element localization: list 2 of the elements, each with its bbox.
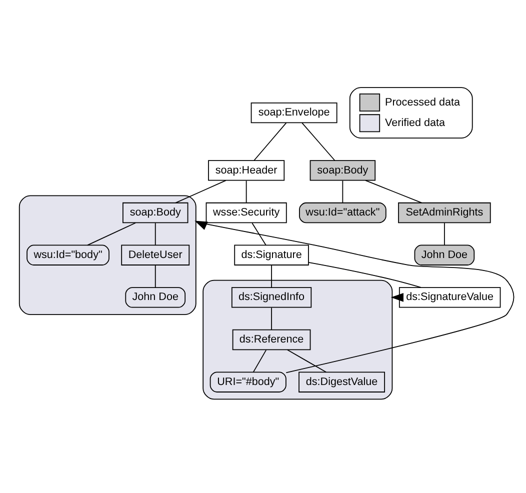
legend-label: Verified data — [385, 116, 446, 128]
legend-label: Processed data — [385, 96, 460, 108]
